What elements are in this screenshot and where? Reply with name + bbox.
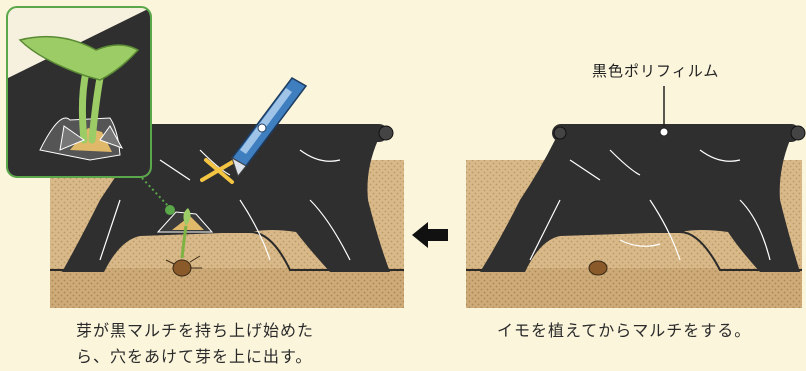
closeup-inset xyxy=(6,6,152,178)
right-soil-lower xyxy=(466,268,802,308)
sprout-leaf-icon xyxy=(183,208,191,226)
left-film-wrinkles xyxy=(99,149,351,261)
cut-mark-icon xyxy=(200,158,238,184)
left-caption: 芽が黒マルチを持ち上げ始めた ら、穴をあけて芽を上に出す。 xyxy=(76,318,416,370)
right-film xyxy=(480,140,800,272)
arrow-left-icon xyxy=(412,222,448,248)
right-film-roll xyxy=(552,124,800,142)
right-panel xyxy=(466,86,806,308)
left-soil-lower xyxy=(50,268,404,308)
utility-knife-icon xyxy=(230,77,308,178)
inset-leaf-icon xyxy=(18,35,140,81)
sprout-stem xyxy=(180,225,188,259)
film-label-dot xyxy=(659,127,669,137)
right-roll-end-left xyxy=(553,126,567,140)
sprouting-potato-icon xyxy=(172,259,192,277)
seed-potato-icon xyxy=(588,260,608,276)
right-caption: イモを植えてからマルチをする。 xyxy=(497,321,752,340)
potato-roots xyxy=(165,255,202,269)
inset-leader xyxy=(141,177,171,209)
film-label: 黒色ポリフィルム xyxy=(592,62,720,80)
left-caption-line-2: ら、穴をあけて芽を上に出す。 xyxy=(76,347,313,366)
inset-leader-dot xyxy=(165,205,175,215)
right-roll-end-right xyxy=(790,125,806,141)
left-caption-line-1: 芽が黒マルチを持ち上げ始めた xyxy=(76,321,315,340)
left-panel xyxy=(50,77,404,308)
left-roll-end xyxy=(378,125,394,141)
right-film-wrinkles xyxy=(529,149,771,261)
